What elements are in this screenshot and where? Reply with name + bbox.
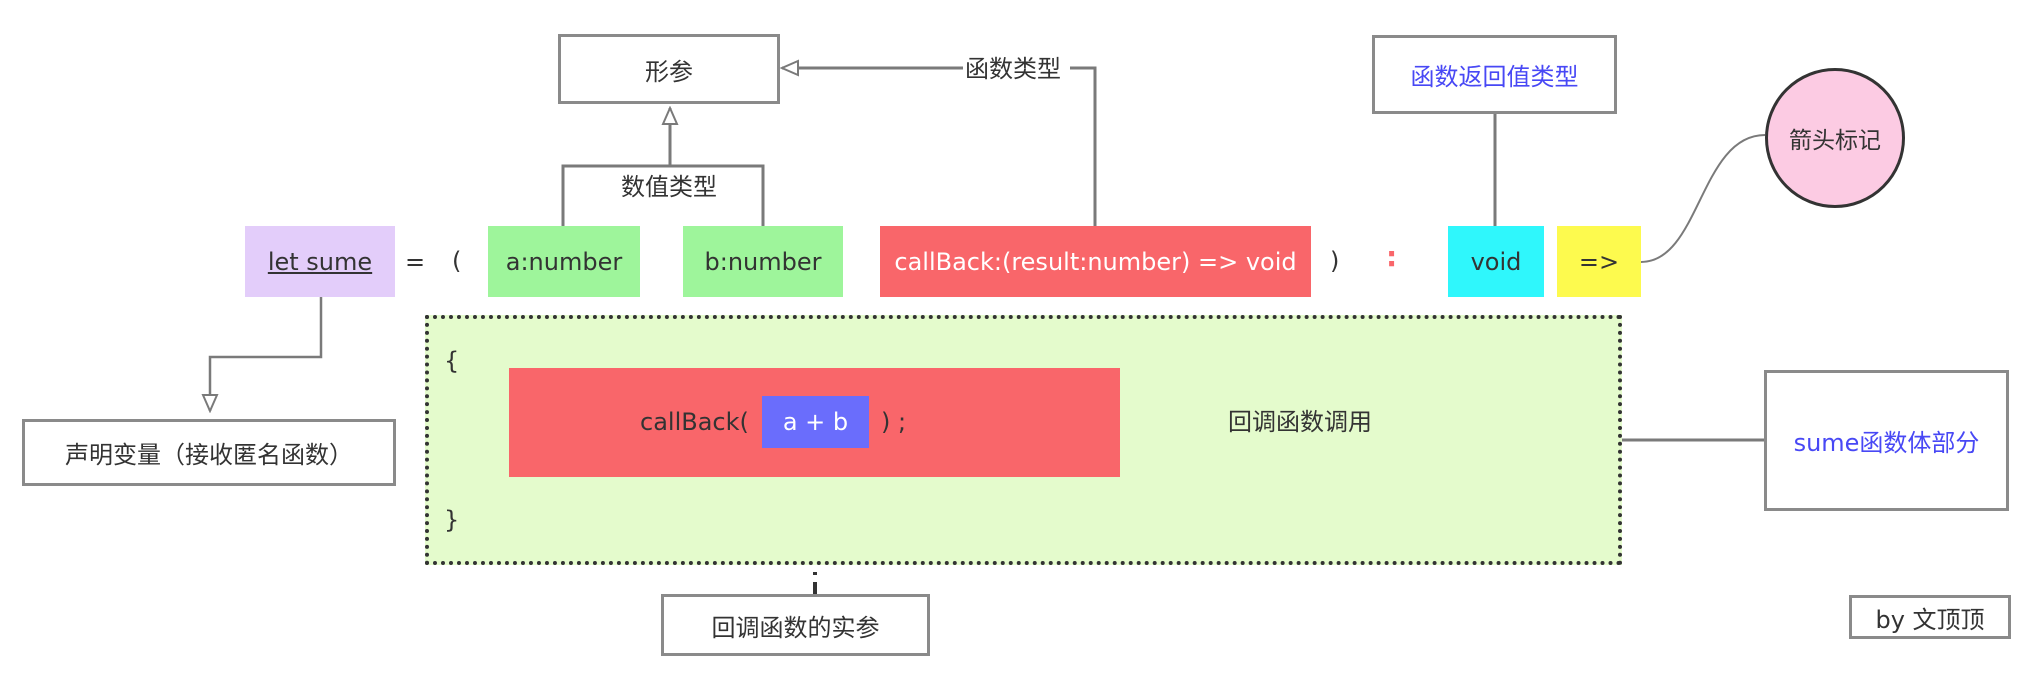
open-paren: ( [452, 247, 462, 275]
body-part-label: sume函数体部分 [1793, 429, 1980, 457]
callback-call-prefix: callBack( [640, 408, 749, 436]
body-open-brace: { [444, 347, 460, 375]
callback-invoke-label: 回调函数调用 [1228, 408, 1372, 436]
callback-arg-box: a + b [762, 396, 869, 448]
actual-arg-label: 回调函数的实参 [711, 613, 880, 642]
param-a-label: a:number [505, 247, 623, 276]
equals-sign: = [405, 248, 426, 276]
arrow-mark-curve [1640, 134, 1766, 263]
author-label: by 文顶顶 [1875, 605, 1985, 634]
value-type-label: 数值类型 [617, 175, 721, 199]
body-close-brace: } [444, 506, 460, 534]
void-label: void [1470, 247, 1522, 276]
declare-line [210, 297, 323, 411]
arrow-mark-label: 箭头标记 [1789, 128, 1881, 154]
param-a-box: a:number [488, 226, 640, 297]
declare-box-label: 声明变量（接收匿名函数） [65, 441, 353, 469]
callback-param-label: callBack:(result:number) => void [894, 247, 1297, 276]
arrow-token-box: => [1557, 226, 1641, 297]
func-type-label: 函数类型 [963, 55, 1063, 83]
return-type-box-label: 函数返回值类型 [1410, 63, 1579, 91]
declaration-label: let sume [267, 247, 373, 276]
callback-param-box: callBack:(result:number) => void [880, 226, 1311, 297]
close-paren: ) [1330, 247, 1340, 275]
param-box-label: 形参 [645, 57, 693, 86]
func-type-line [1070, 66, 1097, 228]
declare-box: 声明变量（接收匿名函数） [22, 419, 396, 486]
value-type-bracket [561, 164, 765, 228]
declaration-box: let sume [245, 226, 395, 297]
return-colon: : [1386, 240, 1398, 273]
callback-call-suffix: ) ; [881, 408, 907, 436]
author-box: by 文顶顶 [1849, 595, 2011, 639]
param-b-box: b:number [683, 226, 843, 297]
param-box: 形参 [558, 34, 780, 104]
arrow-mark-circle: 箭头标记 [1765, 68, 1905, 208]
arrow-token-label: => [1578, 247, 1620, 276]
actual-arg-box: 回调函数的实参 [661, 594, 930, 656]
void-box: void [1448, 226, 1544, 297]
param-b-label: b:number [704, 247, 822, 276]
return-type-box: 函数返回值类型 [1372, 35, 1617, 114]
body-part-box: sume函数体部分 [1764, 370, 2009, 511]
callback-arg-label: a + b [782, 408, 849, 436]
